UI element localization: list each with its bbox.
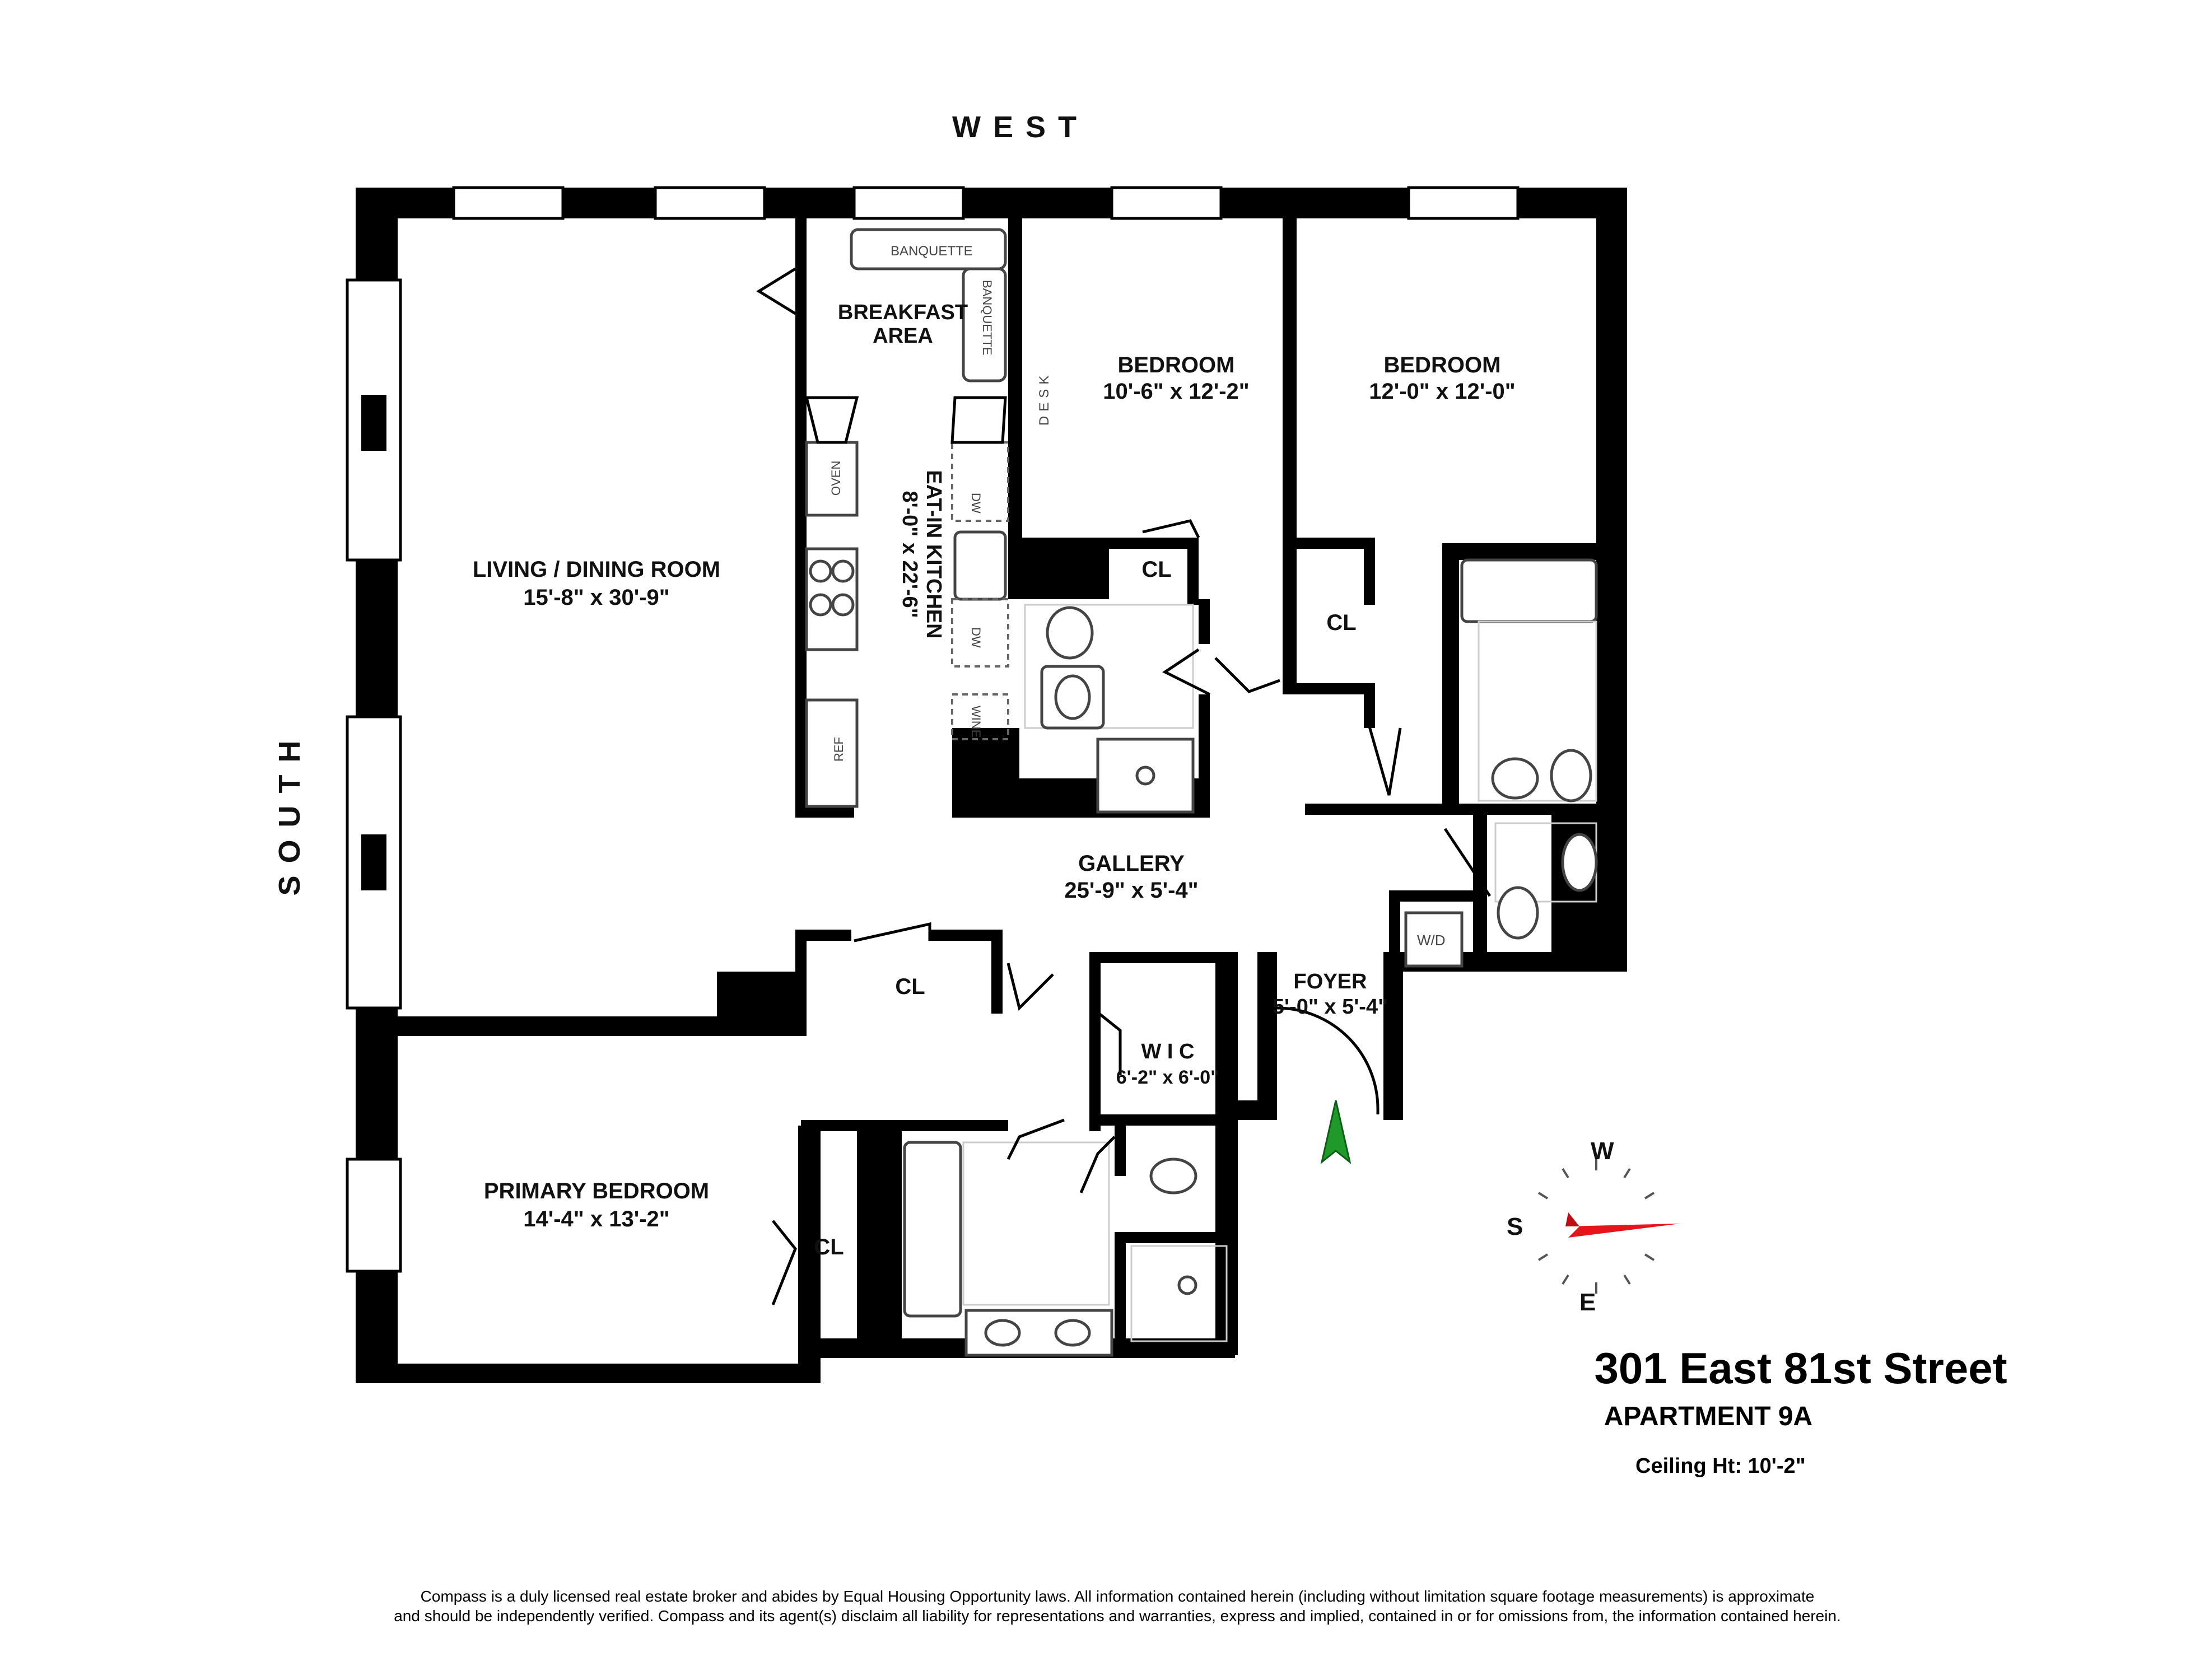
room-bedroom-a-name: BEDROOM (1118, 353, 1235, 377)
closet-label: CL (1326, 610, 1356, 635)
room-bedroom-b-dims: 12'-0" x 12'-0" (1369, 379, 1516, 404)
compass-west-letter: W (1591, 1137, 1614, 1165)
wine-label: WINE (969, 706, 983, 738)
room-wic-dims: 6'-2" x 6'-0" (1116, 1067, 1220, 1088)
room-gallery-name: GALLERY (1078, 851, 1185, 876)
compass-ring (1537, 1159, 1655, 1294)
banquette-label-side: BANQUETTE (980, 280, 994, 355)
room-primary-dims: 14'-4" x 13'-2" (523, 1207, 670, 1231)
ref-label: REF (832, 737, 846, 762)
room-living-dims: 15'-8" x 30'-9" (523, 585, 670, 610)
entry-arrow-icon (1320, 1100, 1352, 1164)
room-bedroom-b-name: BEDROOM (1384, 353, 1501, 377)
room-gallery-dims: 25'-9" x 5'-4" (1064, 878, 1198, 903)
closet-label: CL (895, 974, 925, 999)
kitchen-fixtures: BANQUETTE BANQUETTE DESK OVEN REF DW DW … (804, 228, 1052, 808)
banquette-label-top: BANQUETTE (891, 244, 973, 259)
room-foyer-dims: 5'-0" x 5'-4" (1273, 995, 1388, 1019)
room-labels: LIVING / DINING ROOM 15'-8" x 30'-9" BRE… (473, 301, 1516, 1259)
orientation-west-label: WEST (952, 110, 1089, 144)
room-bedroom-a-dims: 10'-6" x 12'-2" (1103, 379, 1250, 404)
address-apartment: APARTMENT 9A (1604, 1402, 1812, 1431)
windows (346, 186, 1520, 1273)
room-living-name: LIVING / DINING ROOM (473, 557, 720, 582)
dw-label-top: DW (969, 493, 983, 514)
room-kitchen-dims: 8'-0" x 22'-6" (898, 491, 921, 618)
bathroom-fixtures: W/D (903, 558, 1598, 1357)
room-kitchen-name: EAT-IN KITCHEN (922, 470, 945, 638)
closet-label: CL (1141, 557, 1171, 582)
room-breakfast-line1: BREAKFAST (838, 301, 968, 324)
disclaimer-line-1: Compass is a duly licensed real estate b… (421, 1588, 1815, 1605)
room-wic-name: W I C (1141, 1040, 1195, 1063)
oven-label: OVEN (829, 461, 843, 496)
disclaimer-line-2: and should be independently verified. Co… (394, 1607, 1841, 1625)
orientation-south-label: SOUTH (273, 729, 306, 896)
room-primary-name: PRIMARY BEDROOM (484, 1179, 709, 1203)
compass-needle-icon (1565, 1224, 1680, 1238)
doors (756, 267, 1492, 1305)
desk-label: DESK (1037, 371, 1052, 426)
compass-east-letter: E (1579, 1289, 1596, 1316)
room-foyer-name: FOYER (1294, 970, 1367, 993)
room-breakfast-line2: AREA (873, 324, 933, 348)
closet-label: CL (814, 1235, 843, 1259)
wd-label: W/D (1417, 932, 1446, 949)
compass-south-letter: S (1507, 1213, 1523, 1240)
address-ceiling: Ceiling Ht: 10'-2" (1635, 1454, 1806, 1478)
address-street: 301 East 81st Street (1594, 1343, 2007, 1393)
compass: W E S (1507, 1137, 1680, 1316)
interior-walls (795, 218, 1627, 1355)
dw-label-bottom: DW (969, 627, 983, 648)
